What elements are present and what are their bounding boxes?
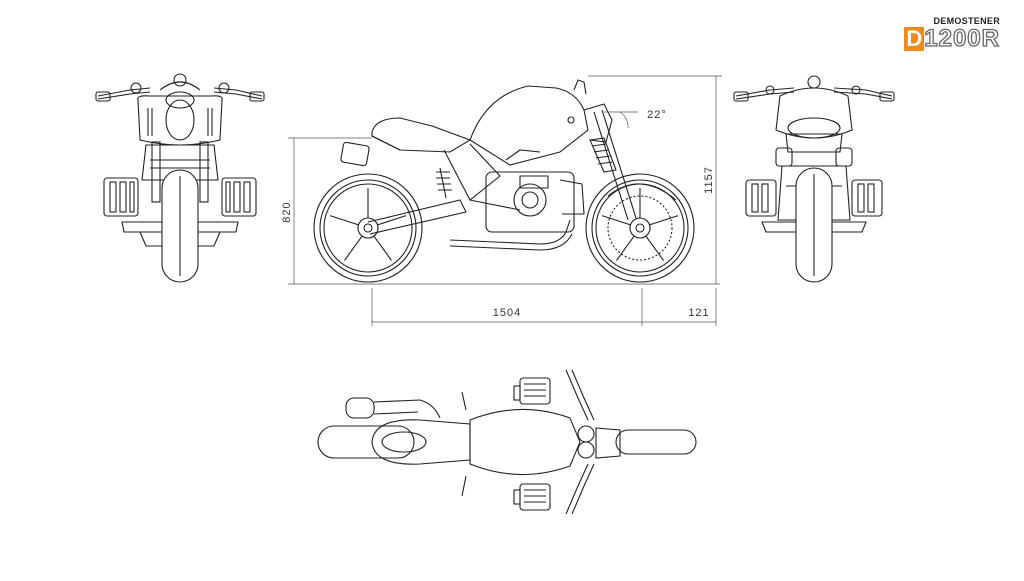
front-view <box>95 73 265 283</box>
overhang-label: 121 <box>688 307 709 319</box>
brand-logo: DEMOSTENER D 1200R <box>888 16 1000 56</box>
top-view <box>317 369 697 515</box>
model-mark: D 1200R <box>904 26 1000 52</box>
side-view <box>313 79 695 283</box>
rake-angle-label: 22° <box>647 109 667 121</box>
brand-name: DEMOSTENER <box>933 16 1000 26</box>
dimension-lines <box>288 75 722 326</box>
model-mark-number: 1200R <box>924 25 1000 52</box>
overall-height-label: 1157 <box>703 166 715 194</box>
rear-wheel <box>313 173 423 283</box>
rear-view <box>733 75 895 283</box>
wheelbase-label: 1504 <box>493 307 521 319</box>
model-mark-initial: D <box>904 26 925 51</box>
seat-height-label: 820 <box>281 201 293 222</box>
front-wheel <box>585 173 695 283</box>
